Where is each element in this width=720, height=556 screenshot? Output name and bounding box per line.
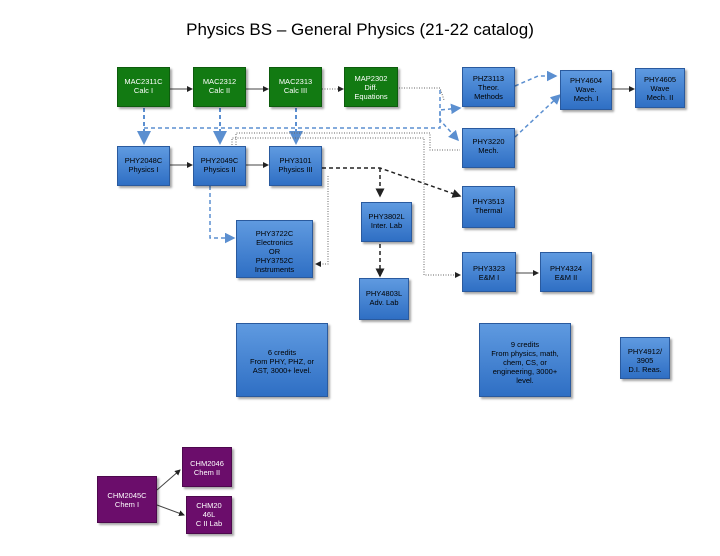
node-chm2046: CHM2046 Chem II bbox=[182, 447, 232, 487]
arrow-phy3-phy3513 bbox=[322, 167, 462, 198]
node-chm2045c: CHM2045C Chem I bbox=[97, 476, 157, 523]
arrow-de-phy3220 bbox=[439, 90, 460, 142]
node-phy4912: PHY4912/ 3905 D.I. Reas. bbox=[620, 337, 670, 379]
arrow-phy3-phy3722c bbox=[315, 176, 329, 267]
node-mac2313: MAC2313 Calc III bbox=[269, 67, 322, 107]
node-phz3113: PHZ3113 Theor. Methods bbox=[462, 67, 515, 107]
node-phy3802l: PHY3802L Inter. Lab bbox=[361, 202, 412, 242]
arrow-de-phz3113 bbox=[399, 87, 445, 101]
node-phy4604: PHY4604 Wave. Mech. I bbox=[560, 70, 612, 110]
node-phy3220: PHY3220 Mech. bbox=[462, 128, 515, 168]
node-phy3513: PHY3513 Thermal bbox=[462, 186, 515, 228]
arrow-phy2-phy3722c bbox=[209, 186, 236, 244]
arrow-phy2-phy3323 bbox=[231, 137, 461, 278]
node-mac2312: MAC2312 Calc II bbox=[193, 67, 246, 107]
arrow-chem1-chemlab bbox=[156, 504, 185, 517]
arrow-phy3220-phy4604 bbox=[514, 93, 562, 138]
node-phy3722c: PHY3722C Electronics OR PHY3752C Instrum… bbox=[236, 220, 313, 278]
node-elective-6-credits: 6 credits From PHY, PHZ, or AST, 3000+ l… bbox=[236, 323, 328, 397]
node-phy4324: PHY4324 E&M II bbox=[540, 252, 592, 292]
arrow-phy2-phy3220 bbox=[235, 132, 460, 151]
node-chm2046l: CHM20 46L C II Lab bbox=[186, 496, 232, 534]
node-map2302: MAP2302 Diff. Equations bbox=[344, 67, 398, 107]
node-phy2049c: PHY2049C Physics II bbox=[193, 146, 246, 186]
arrow-chem1-chem2 bbox=[156, 469, 181, 491]
node-mac2311c: MAC2311C Calc I bbox=[117, 67, 170, 107]
node-phy4803l: PHY4803L Adv. Lab bbox=[359, 278, 409, 320]
node-phy2048c: PHY2048C Physics I bbox=[117, 146, 170, 186]
node-phy3101: PHY3101 Physics III bbox=[269, 146, 322, 186]
node-phy3323: PHY3323 E&M I bbox=[462, 252, 516, 292]
arrow-phz3113-phy4604 bbox=[514, 70, 558, 87]
node-phy4605: PHY4605 Wave Mech. II bbox=[635, 68, 685, 108]
node-elective-9-credits: 9 credits From physics, math, chem, CS, … bbox=[479, 323, 571, 397]
arrow-calc1-phz3113 bbox=[144, 103, 462, 129]
page-title: Physics BS – General Physics (21-22 cata… bbox=[186, 20, 534, 39]
